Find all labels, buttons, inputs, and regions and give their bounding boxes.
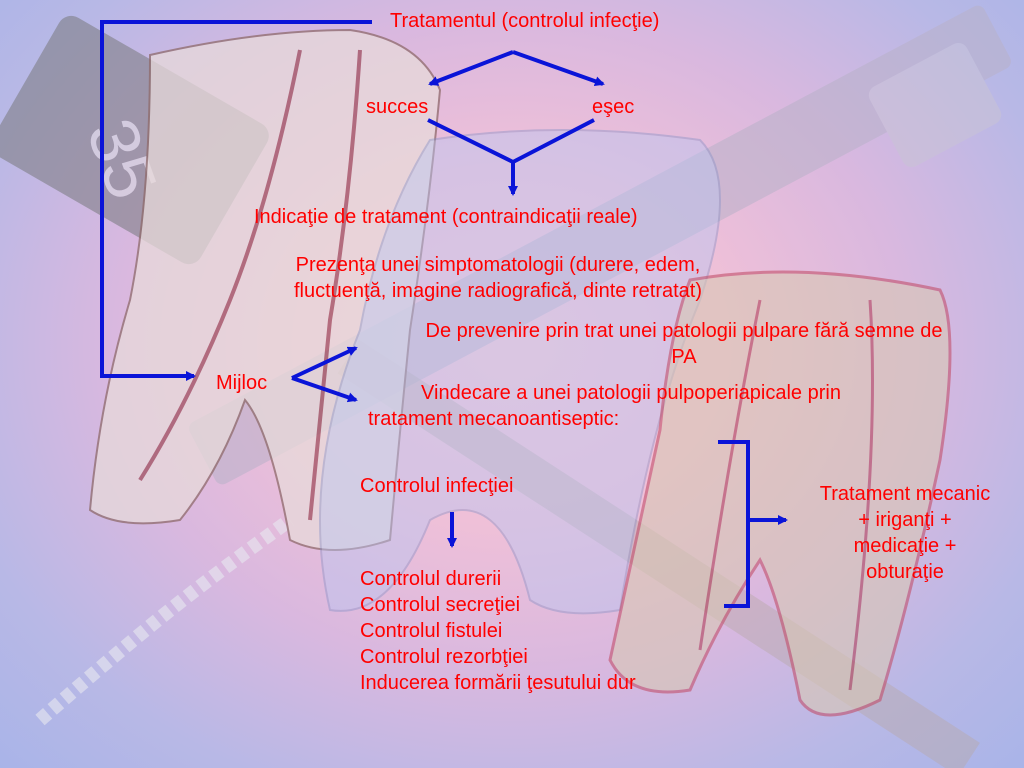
slide-title: Tratamentul (controlul infecţie) [390,10,660,32]
esec-to-indicatie-line [512,118,595,164]
tratament-text: Tratament mecanic + iriganţi + medicaţie… [790,481,1020,585]
tooth-icon [88,28,442,551]
outcomes-list: Controlul durerii Controlul secreţiei Co… [360,566,636,696]
prezenta-line1: Prezenţa unei simptomatologii (durere, e… [295,254,701,276]
controlul-infectiei-label: Controlul infecţiei [360,475,514,497]
tratament-line: Tratament mecanic [819,483,991,505]
prevenire-line1: De prevenire prin trat unei patologii pu… [425,320,943,342]
tratament-line: medicaţie + [853,535,957,557]
arrow-to-esec [512,50,605,87]
esec-label: eşec [592,96,635,118]
vindecare-line2: tratament mecanoantiseptic: [368,408,620,430]
prevenire-text: De prevenire prin trat unei patologii pu… [350,318,1018,370]
arrow-to-prevenire [291,346,358,380]
arrow-to-vindecare [291,376,358,403]
succes-label: succes [366,96,429,118]
tratament-line: + iriganţi + [858,509,952,531]
list-item: Controlul rezorbţiei [360,646,528,668]
list-item: Inducerea formării ţesutului dur [360,672,636,694]
title-to-mijloc-line [100,20,372,381]
list-item: Controlul fistulei [360,620,503,642]
tratament-line: obturaţie [866,561,944,583]
prezenta-text: Prezenţa unei simptomatologii (durere, e… [236,252,760,304]
vindecare-text: Vindecare a unei patologii pulpoperiapic… [356,380,906,432]
vindecare-line1: Vindecare a unei patologii pulpoperiapic… [421,382,841,404]
prevenire-line2: PA [671,346,697,368]
prezenta-line2: fluctuenţă, imagine radiografică, dinte … [294,280,702,302]
list-item: Controlul secreţiei [360,594,521,616]
succes-to-indicatie-line [427,118,514,164]
arrow-to-succes [428,50,514,86]
indicatie-label: Indicaţie de tratament (contraindicaţii … [254,206,638,228]
outcomes-bracket [718,440,750,608]
tooth-icon [608,270,952,717]
mijloc-label: Mijloc [216,372,268,394]
tooth-icon [319,129,721,615]
list-item: Controlul durerii [360,568,502,590]
